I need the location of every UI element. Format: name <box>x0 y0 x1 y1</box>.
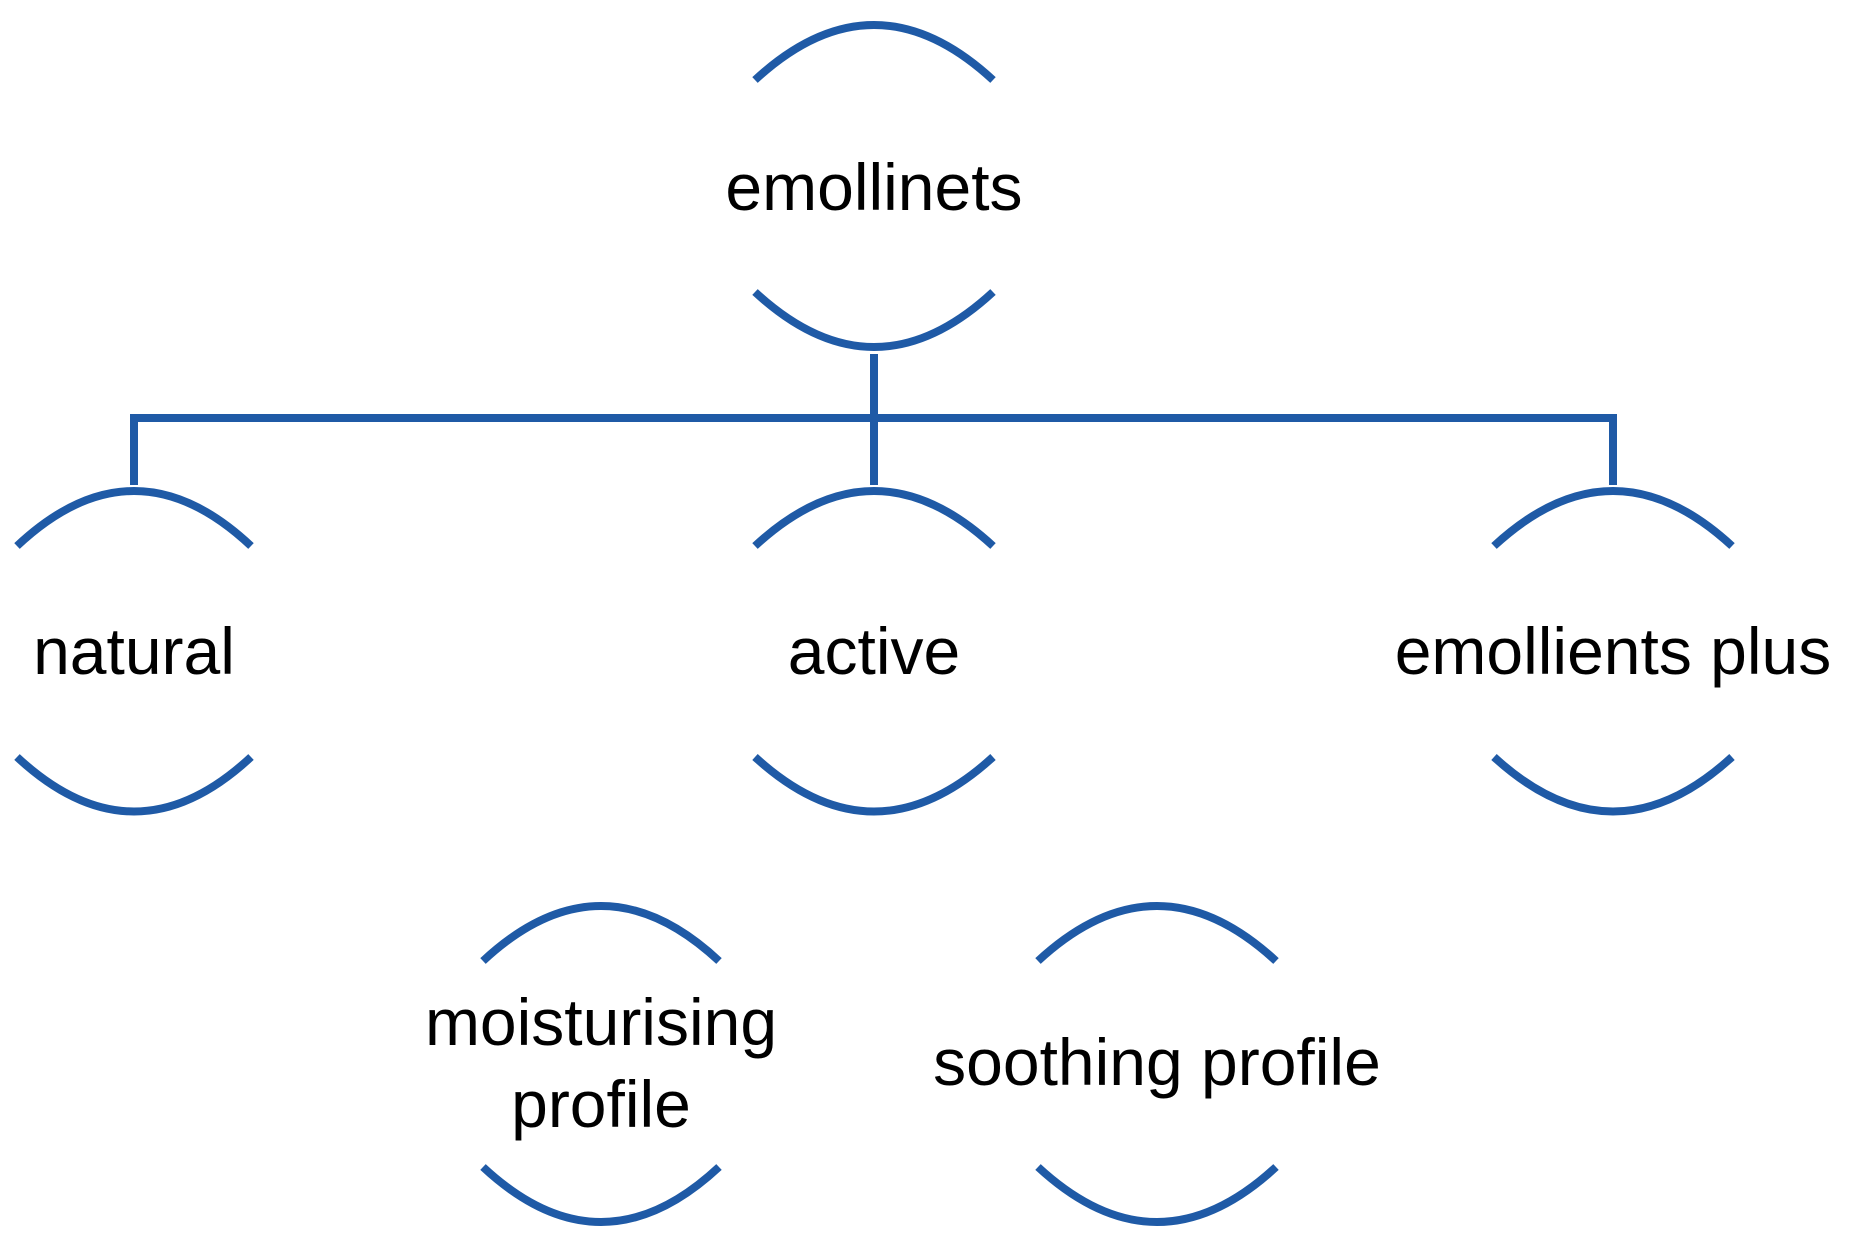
emollients-plus-label: emollients plus <box>1395 614 1832 688</box>
moisturising-top-arc <box>480 902 722 964</box>
root-label: emollinets <box>725 150 1022 224</box>
moisturising-label-line-1: moisturising <box>425 985 777 1059</box>
root-bottom-arc <box>752 289 996 351</box>
root-top-arc <box>752 21 996 83</box>
node-moisturising-profile: moisturising profile <box>425 902 777 1226</box>
natural-bottom-arc <box>14 754 254 816</box>
natural-top-arc <box>14 487 254 549</box>
moisturising-label-line-2: profile <box>511 1067 691 1141</box>
node-root: emollinets <box>725 21 1023 351</box>
soothing-top-arc <box>1035 902 1279 964</box>
soothing-label: soothing profile <box>933 1025 1381 1099</box>
active-label: active <box>788 614 960 688</box>
connectors <box>130 354 1617 485</box>
active-bottom-arc <box>752 754 996 816</box>
emollients-plus-bottom-arc <box>1491 754 1735 816</box>
node-emollients-plus: emollients plus <box>1395 487 1832 816</box>
node-active: active <box>752 487 996 816</box>
node-soothing-profile: soothing profile <box>933 902 1381 1226</box>
natural-label: natural <box>33 614 235 688</box>
emollients-plus-top-arc <box>1491 487 1735 549</box>
active-top-arc <box>752 487 996 549</box>
moisturising-bottom-arc <box>480 1164 722 1226</box>
node-natural: natural <box>14 487 254 816</box>
soothing-bottom-arc <box>1035 1164 1279 1226</box>
